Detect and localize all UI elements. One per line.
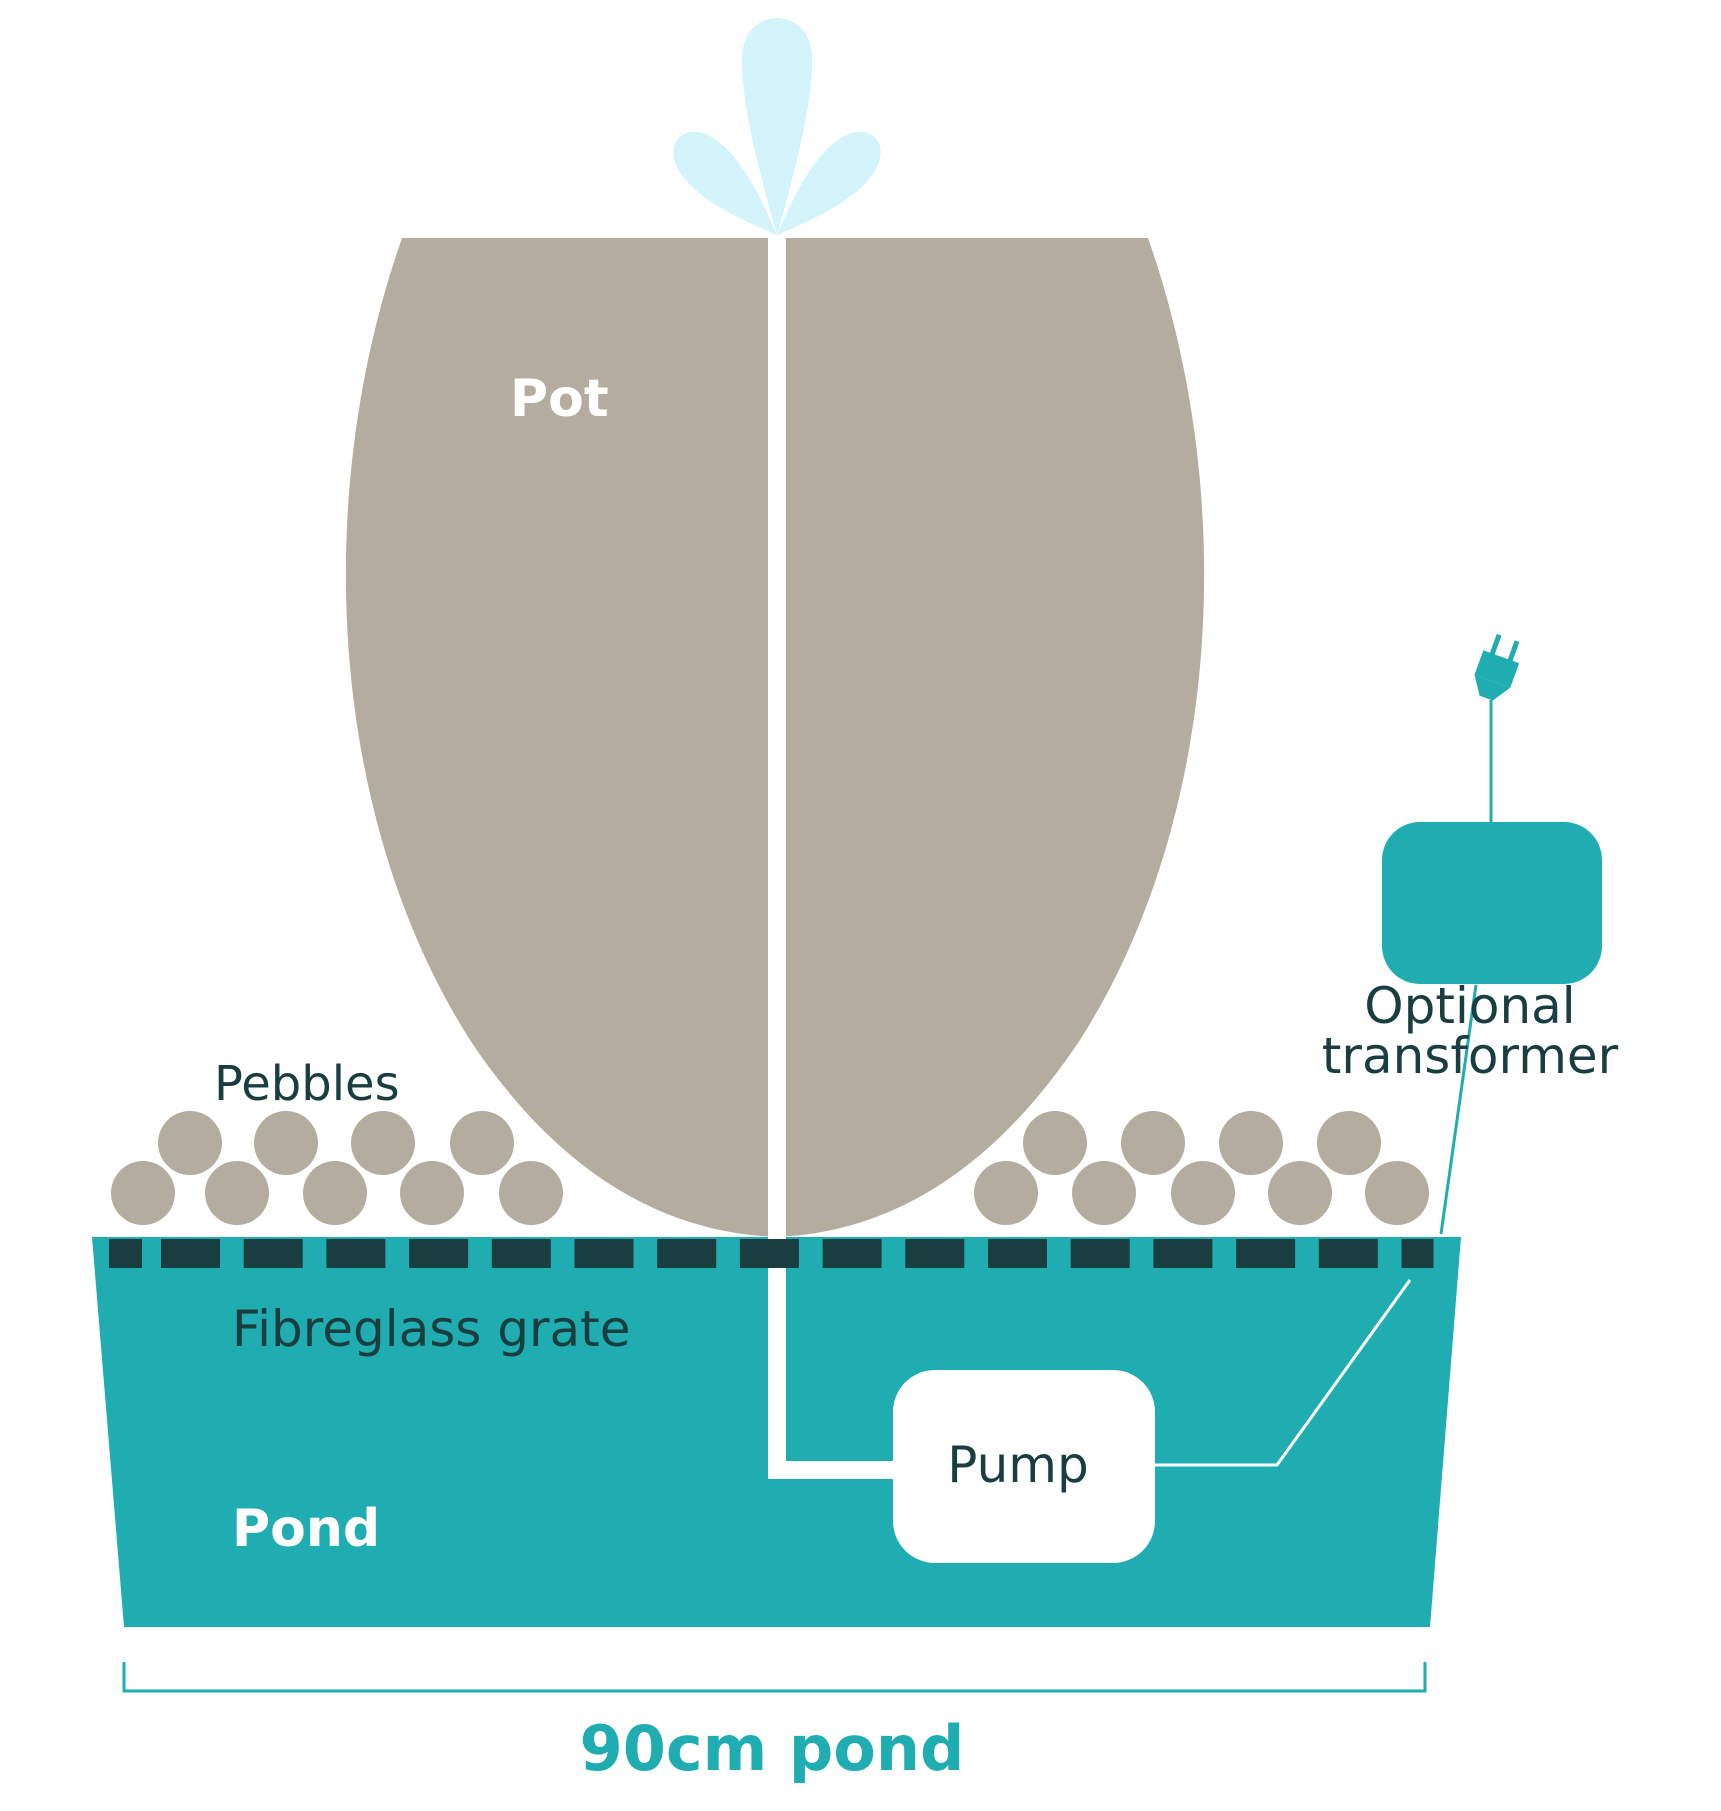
pebble — [1072, 1161, 1136, 1225]
pebbles-label: Pebbles — [214, 1056, 400, 1112]
grate-segment — [739, 1239, 799, 1268]
grate-segment — [409, 1239, 469, 1268]
grate-segment — [1070, 1239, 1130, 1268]
pebble — [1268, 1161, 1332, 1225]
water-spray-icon — [673, 18, 881, 235]
pebble — [111, 1161, 175, 1225]
grate-segment — [491, 1239, 551, 1268]
grate-segment — [1401, 1239, 1434, 1268]
pump-box — [893, 1370, 1155, 1563]
grate-segment — [1153, 1239, 1213, 1268]
grate-segment — [1236, 1239, 1296, 1268]
grate-segment — [109, 1239, 142, 1268]
pebbles-group — [111, 1111, 1429, 1225]
pebble — [1121, 1111, 1185, 1175]
grate-segment — [657, 1239, 717, 1268]
pump-label: Pump — [947, 1436, 1088, 1494]
pot-label: Pot — [510, 369, 609, 429]
pebble — [158, 1111, 222, 1175]
pebble — [205, 1161, 269, 1225]
pebble — [1171, 1161, 1235, 1225]
pebble — [1317, 1111, 1381, 1175]
dimension-label: 90cm pond — [580, 1712, 965, 1785]
dimension-bracket — [122, 1662, 1427, 1693]
grate-segment — [905, 1239, 965, 1268]
optional-transformer-label-line2: transformer — [1322, 1027, 1619, 1085]
pebble — [499, 1161, 563, 1225]
optional-transformer-label-line1: Optional — [1364, 977, 1575, 1035]
grate-segment — [326, 1239, 386, 1268]
pond-label: Pond — [232, 1499, 380, 1559]
grate-segment — [988, 1239, 1047, 1268]
pebble — [974, 1161, 1038, 1225]
grate-segment — [161, 1239, 220, 1268]
pebble — [254, 1111, 318, 1175]
pebble — [1365, 1161, 1429, 1225]
pebble — [1219, 1111, 1283, 1175]
transformer-cable-lower — [1439, 984, 1478, 1235]
water-pipe — [768, 236, 900, 1479]
pump-cable — [1155, 1279, 1412, 1467]
grate-segment — [574, 1239, 634, 1268]
grate-segment — [822, 1239, 882, 1268]
grate-segment — [1318, 1239, 1378, 1268]
pebble — [303, 1161, 367, 1225]
pebble — [400, 1161, 464, 1225]
fibreglass-grate — [109, 1239, 1434, 1268]
pebble — [351, 1111, 415, 1175]
transformer-box — [1382, 822, 1602, 984]
fibreglass-grate-label: Fibreglass grate — [232, 1300, 631, 1358]
plug-icon — [1474, 633, 1520, 701]
pebble — [450, 1111, 514, 1175]
pebble — [1023, 1111, 1087, 1175]
grate-segment — [243, 1239, 303, 1268]
